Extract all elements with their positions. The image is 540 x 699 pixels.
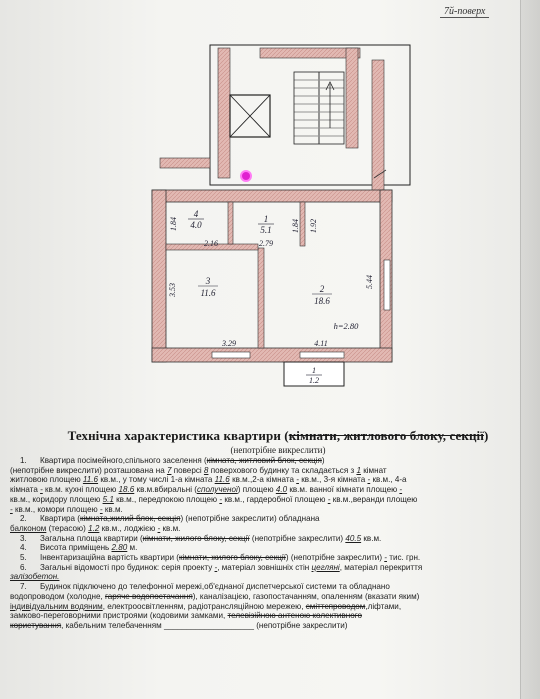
dimension: 4.11	[314, 339, 327, 348]
apartment-walls	[151, 189, 393, 387]
dimension: 2.79	[259, 239, 273, 248]
room-number: 1	[312, 366, 316, 375]
room-area: 11.6	[200, 288, 216, 298]
room-number: 2	[320, 284, 325, 294]
stair-block	[159, 44, 411, 196]
room-number: 3	[205, 276, 211, 286]
dimension: 3.53	[168, 283, 177, 298]
characteristics-body: 1.Квартира посімейного,спільного заселен…	[10, 456, 423, 630]
room-area: 5.1	[260, 225, 271, 235]
dimension: 1.84	[291, 219, 300, 233]
total-area-value: 40.5	[345, 533, 362, 543]
document-title: Технічна характеристика квартири (кімнат…	[38, 428, 518, 444]
page-fold	[520, 0, 540, 699]
dimension: 1.84	[169, 217, 178, 231]
dimension: 3.29	[221, 339, 236, 348]
dimension-labels: 1.84 2.16 2.79 1.84 1.92 3.53 5.44 3.29 …	[168, 217, 374, 348]
floor-plan: 4 4.0 1 5.1 3 11.6 2 18.6 1 1.2 1.84 2.1…	[151, 44, 411, 387]
room-area: 1.2	[309, 376, 319, 385]
room-labels: 4 4.0 1 5.1 3 11.6 2 18.6 1 1.2	[188, 209, 332, 385]
room-area: 4.0	[190, 220, 202, 230]
elevator-shaft	[229, 94, 271, 138]
floor-label: 7й-поверх	[440, 6, 490, 18]
title-text: Технічна характеристика квартири (	[67, 428, 289, 443]
title-end: )	[483, 428, 489, 443]
dimension: 5.44	[365, 275, 374, 289]
balcony	[283, 361, 345, 387]
title-note: (непотрібне викреслити)	[230, 445, 326, 455]
dimension: 1.92	[309, 219, 318, 233]
room-area: 18.6	[314, 296, 330, 306]
room-number: 1	[264, 214, 269, 224]
magenta-marker	[240, 170, 252, 182]
title-struck: кімнати, житлового блоку, секції	[288, 428, 484, 443]
ceiling-height: h=2.80	[334, 321, 360, 331]
room-number: 4	[194, 209, 199, 219]
floor-value: 7	[166, 465, 172, 475]
dimension: 2.16	[204, 239, 218, 248]
